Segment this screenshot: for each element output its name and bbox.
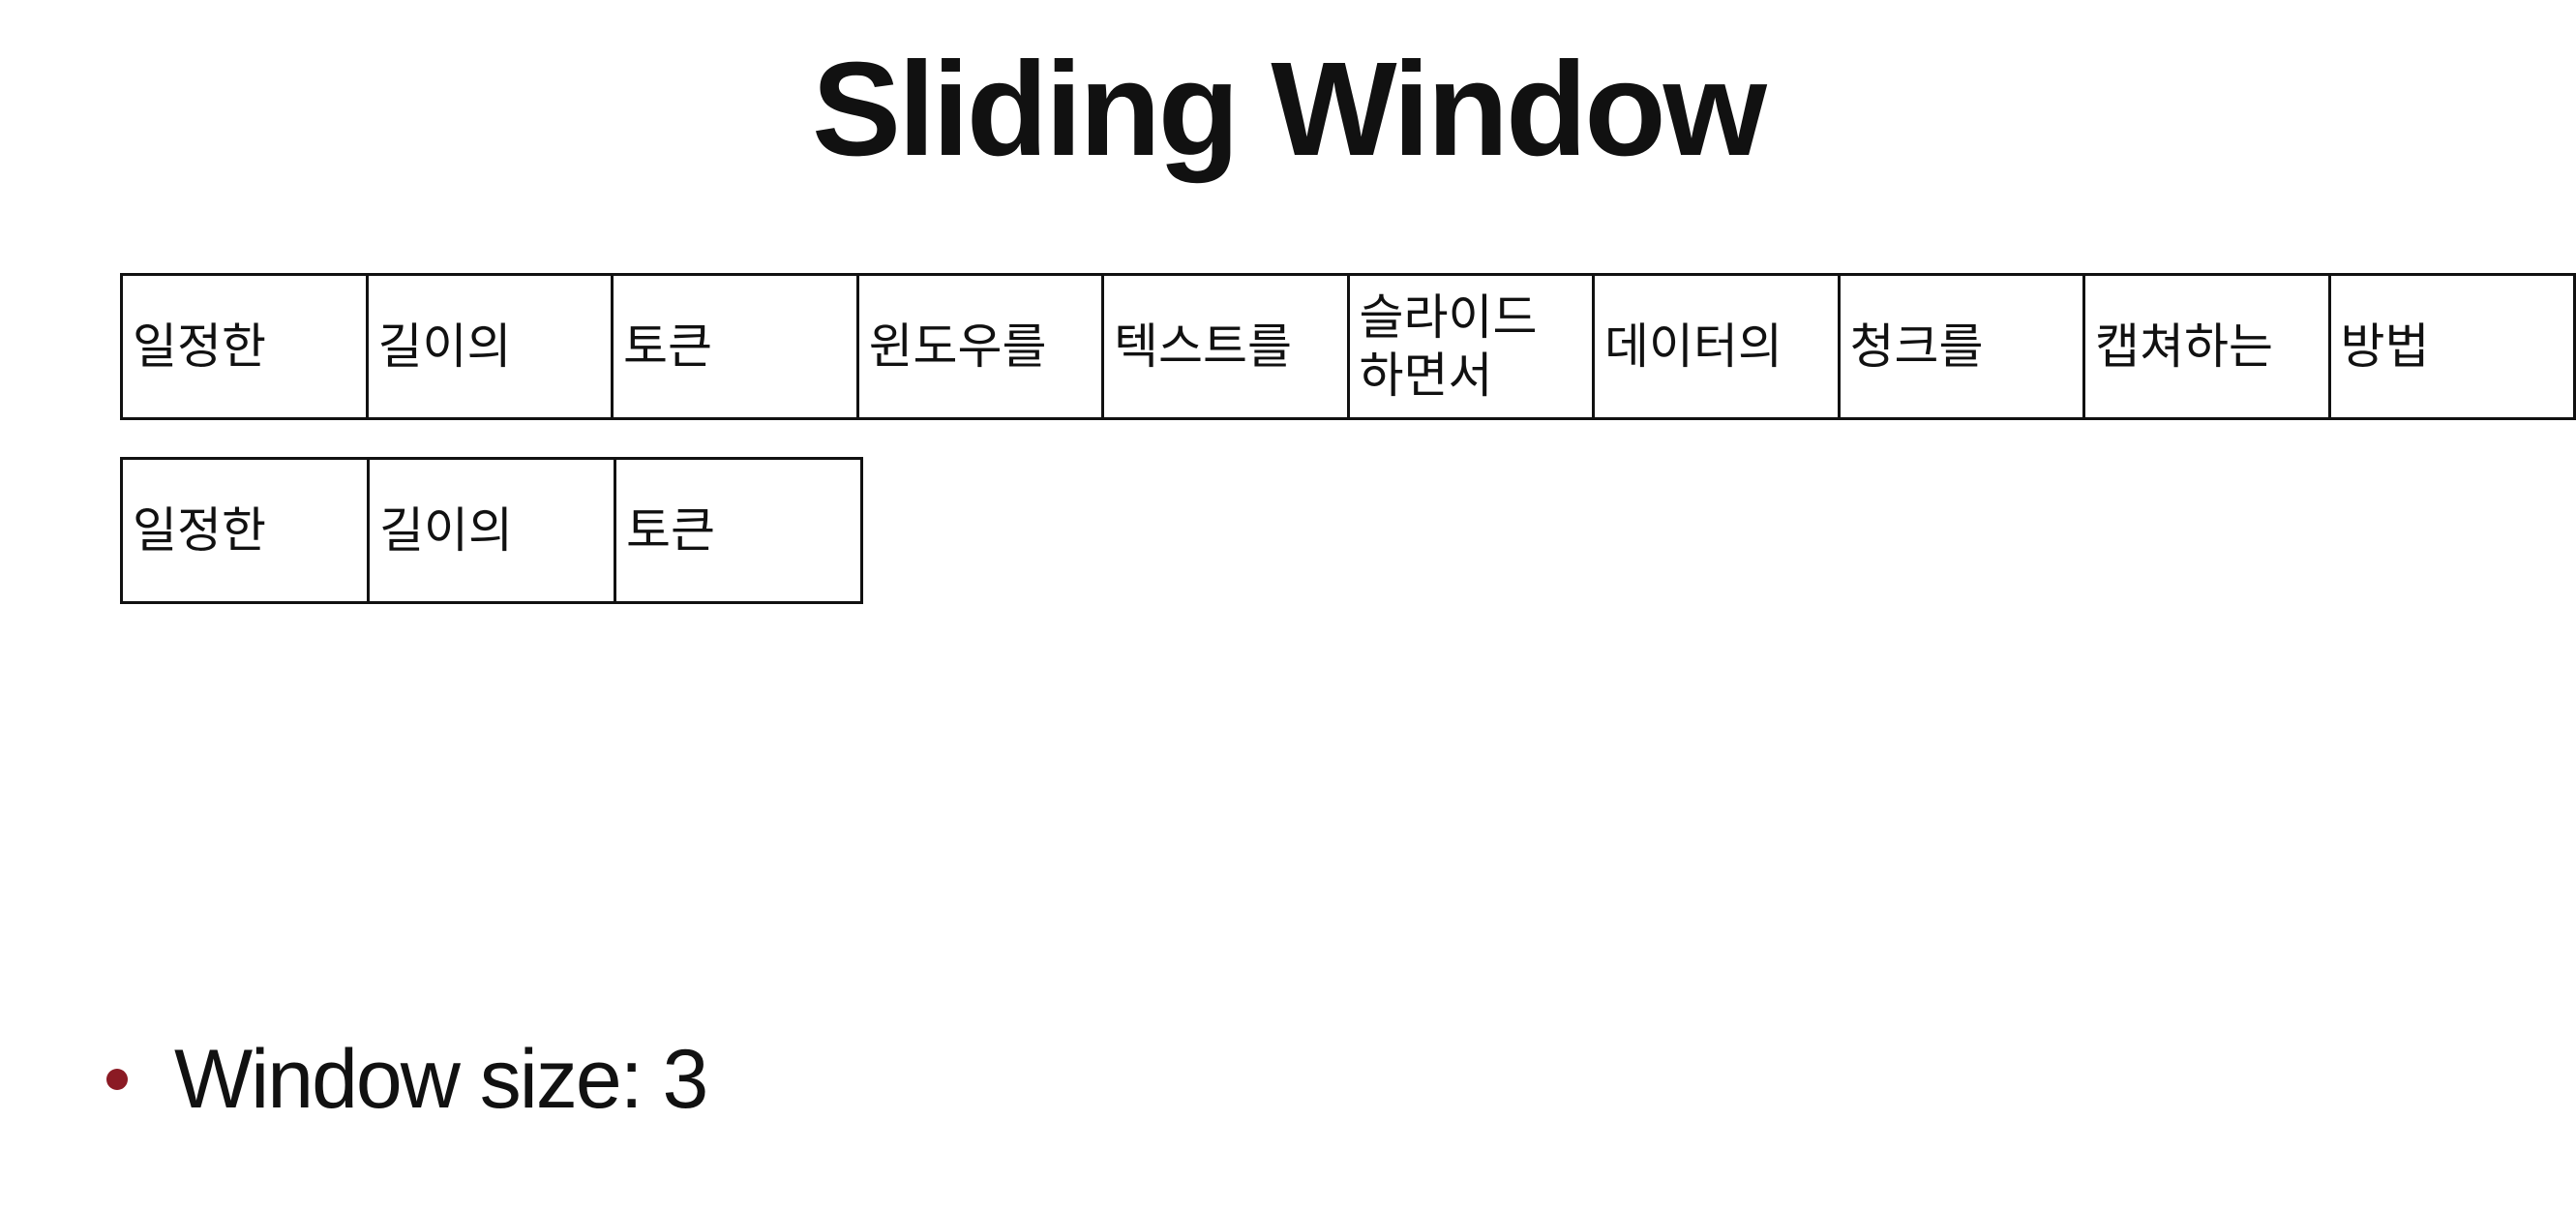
sentence-token-cell: 윈도우를	[855, 273, 1104, 420]
sentence-token-cell: 토큰	[611, 273, 859, 420]
sentence-token-cell: 텍스트를	[1101, 273, 1350, 420]
sentence-token-cell: 일정한	[120, 273, 369, 420]
window-token-cell: 토큰	[614, 457, 863, 604]
window-token-row: 일정한 길이의 토큰	[120, 457, 863, 604]
sentence-token-cell: 방법	[2327, 273, 2576, 420]
bullet-dot-icon	[106, 1069, 128, 1090]
slide-title: Sliding Window	[812, 35, 1767, 184]
sentence-token-cell: 데이터의	[1592, 273, 1841, 420]
bullet-text: Window size: 3	[174, 1032, 708, 1126]
sentence-token-cell: 길이의	[365, 273, 614, 420]
window-token-cell: 길이의	[367, 457, 616, 604]
sentence-token-row: 일정한 길이의 토큰 윈도우를 텍스트를 슬라이드 하면서 데이터의 청크를 캡…	[120, 273, 2576, 420]
sentence-token-table: 일정한 길이의 토큰 윈도우를 텍스트를 슬라이드 하면서 데이터의 청크를 캡…	[120, 273, 2576, 420]
sentence-token-cell: 슬라이드 하면서	[1346, 273, 1595, 420]
window-token-cell: 일정한	[120, 457, 370, 604]
sentence-token-cell: 캡쳐하는	[2082, 273, 2331, 420]
bullet-item: Window size: 3	[106, 1021, 708, 1137]
sentence-token-cell: 청크를	[1837, 273, 2085, 420]
window-token-table: 일정한 길이의 토큰	[120, 457, 863, 604]
